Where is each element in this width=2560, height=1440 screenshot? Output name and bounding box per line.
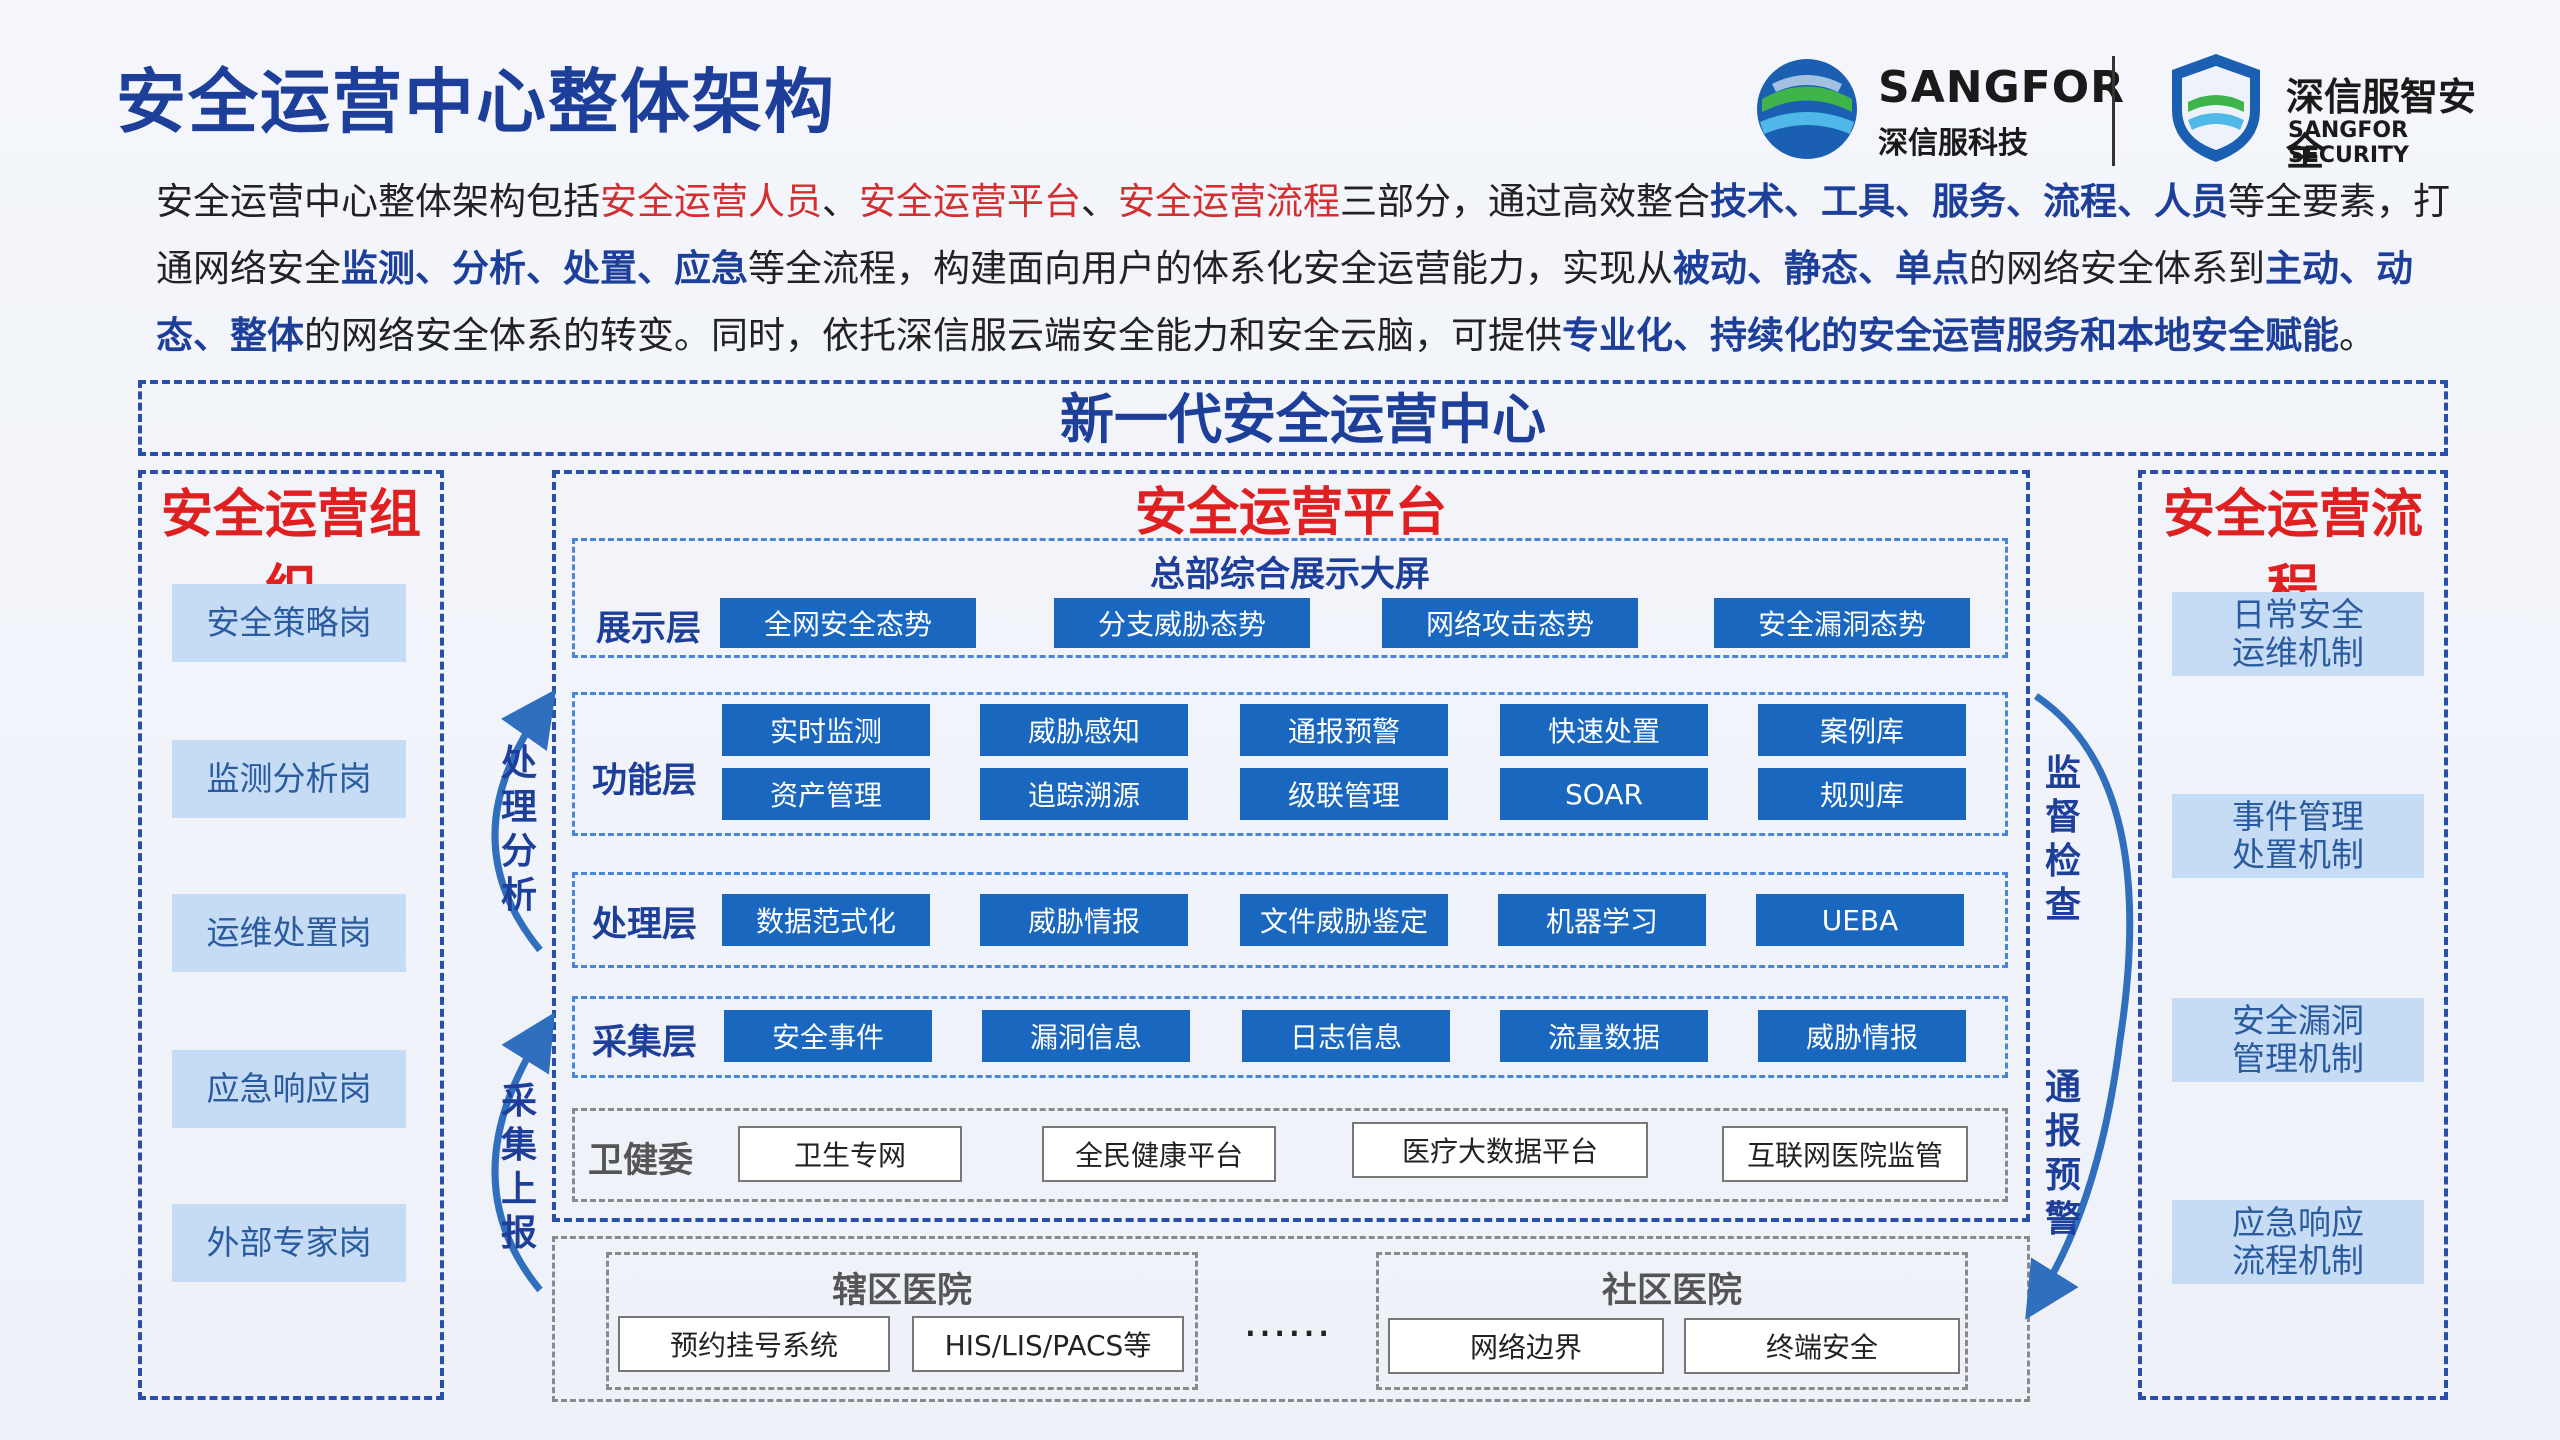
sangfor-security-logo: 深信服智安全 SANGFOR SECURITY (2166, 50, 2506, 174)
community-hospital-box (1376, 1252, 1968, 1390)
display-item: 分支威胁态势 (1054, 598, 1310, 648)
intro-segment: 安全运营平台 (859, 180, 1081, 223)
process-flow-column (2138, 470, 2448, 1400)
intro-segment: 安全运营流程 (1118, 180, 1340, 223)
community-item: 网络边界 (1388, 1318, 1664, 1374)
district-hospital-title: 辖区医院 (831, 1271, 972, 1311)
intro-segment: 的网络安全体系到 (1969, 247, 2265, 290)
intro-segment: 被动、静态、单点 (1673, 247, 1969, 290)
process-item: 文件威胁鉴定 (1240, 894, 1448, 946)
display-item: 网络攻击态势 (1382, 598, 1638, 648)
platform-title: 安全运营平台 (1134, 483, 1447, 543)
sangfor-name: SANGFOR (1878, 62, 2126, 113)
display-header: 总部综合展示大屏 (1149, 555, 1430, 595)
community-item: 终端安全 (1684, 1318, 1960, 1374)
collect-item: 威胁情报 (1758, 1010, 1966, 1062)
process-flow-item: 应急响应 流程机制 (2172, 1200, 2424, 1284)
display-item: 安全漏洞态势 (1714, 598, 1970, 648)
collect-layer-label: 采集层 (592, 1023, 698, 1063)
org-column (138, 470, 444, 1400)
collect-layer-box (572, 996, 2008, 1078)
org-item: 监测分析岗 (172, 740, 406, 818)
shield-icon (2172, 54, 2260, 162)
center-title-box (138, 380, 2448, 456)
intro-segment: 安全运营中心整体架构包括 (156, 180, 600, 223)
intro-segment: 主动、动态、整体 (156, 247, 2413, 357)
function-item: 级联管理 (1240, 768, 1448, 820)
function-item: SOAR (1500, 768, 1708, 820)
process-layer-label: 处理层 (592, 905, 698, 945)
district-item: HIS/LIS/PACS等 (912, 1316, 1184, 1372)
community-hospital-title: 社区医院 (1601, 1271, 1742, 1311)
intro-segment: 技术、工具、服务、流程、人员 (1710, 180, 2228, 223)
page-title: 安全运营中心整体架构 (116, 61, 836, 143)
intro-segment: 、 (1081, 180, 1118, 223)
function-item: 实时监测 (722, 704, 930, 756)
sangfor-globe-icon (1757, 59, 1857, 159)
collect-item: 日志信息 (1242, 1010, 1450, 1062)
function-item: 通报预警 (1240, 704, 1448, 756)
ellipsis: …… (1243, 1296, 1331, 1347)
intro-segment: 的网络安全体系的转变。同时，依托深信服云端安全能力和安全云脑，可提供 (304, 314, 1562, 357)
center-title: 新一代安全运营中心 (1060, 388, 1546, 451)
health-item: 卫生专网 (738, 1126, 962, 1182)
function-item: 案例库 (1758, 704, 1966, 756)
function-item: 快速处置 (1500, 704, 1708, 756)
org-item: 应急响应岗 (172, 1050, 406, 1128)
security-cn-name: 深信服智安全 (2286, 75, 2477, 174)
function-layer-box (572, 692, 2008, 836)
collect-item: 漏洞信息 (982, 1010, 1190, 1062)
platform-box (552, 470, 2030, 1222)
health-item: 医疗大数据平台 (1352, 1122, 1648, 1178)
health-item: 互联网医院监管 (1722, 1126, 1968, 1182)
process-item: UEBA (1756, 894, 1964, 946)
intro-segment: 安全运营人员 (600, 180, 822, 223)
intro-segment: 、 (822, 180, 859, 223)
collect-item: 安全事件 (724, 1010, 932, 1062)
org-item: 安全策略岗 (172, 584, 406, 662)
sangfor-cn-name: 深信服科技 (1878, 126, 2028, 161)
function-item: 威胁感知 (980, 704, 1188, 756)
sangfor-logo: SANGFOR 深信服科技 (1752, 50, 2124, 168)
intro-segment: 等全要素，打通网络安全 (156, 180, 2450, 290)
intro-paragraph: 安全运营中心整体架构包括安全运营人员、安全运营平台、安全运营流程三部分，通过高效… (156, 168, 2456, 369)
intro-segment: 等全流程，构建面向用户的体系化安全运营能力，实现从 (748, 247, 1673, 290)
intro-segment: 监测、分析、处置、应急 (341, 247, 748, 290)
process-item: 数据范式化 (722, 894, 930, 946)
function-item: 追踪溯源 (980, 768, 1188, 820)
org-item: 外部专家岗 (172, 1204, 406, 1282)
process-layer-box (572, 872, 2008, 968)
function-layer-label: 功能层 (592, 761, 698, 801)
display-layer-box (572, 538, 2008, 658)
function-item: 资产管理 (722, 768, 930, 820)
process-item: 威胁情报 (980, 894, 1188, 946)
security-en-name: SANGFOR SECURITY (2288, 118, 2409, 168)
label-supervise-check: 监督检查 (2044, 753, 2081, 926)
process-flow-item: 事件管理 处置机制 (2172, 794, 2424, 878)
district-hospital-box (606, 1252, 1198, 1390)
district-item: 预约挂号系统 (618, 1316, 890, 1372)
label-collect-report: 采集上报 (500, 1081, 537, 1254)
process-flow-title: 安全运营流程 (2162, 485, 2423, 620)
label-notify-alert: 通报预警 (2044, 1067, 2081, 1240)
process-flow-item: 安全漏洞 管理机制 (2172, 998, 2424, 1082)
intro-segment: 。 (2339, 314, 2376, 357)
org-item: 运维处置岗 (172, 894, 406, 972)
health-layer-box (572, 1108, 2008, 1202)
process-item: 机器学习 (1498, 894, 1706, 946)
display-layer-label: 展示层 (596, 609, 702, 649)
intro-segment: 专业化、持续化的安全运营服务和本地安全赋能 (1562, 314, 2339, 357)
process-flow-item: 日常安全 运维机制 (2172, 592, 2424, 676)
intro-segment: 三部分，通过高效整合 (1340, 180, 1710, 223)
health-item: 全民健康平台 (1042, 1126, 1276, 1182)
label-process-analysis: 处理分析 (500, 743, 537, 916)
display-item: 全网安全态势 (720, 598, 976, 648)
logo-divider (2112, 56, 2115, 166)
collect-item: 流量数据 (1500, 1010, 1708, 1062)
health-layer-label: 卫健委 (588, 1141, 694, 1181)
function-item: 规则库 (1758, 768, 1966, 820)
